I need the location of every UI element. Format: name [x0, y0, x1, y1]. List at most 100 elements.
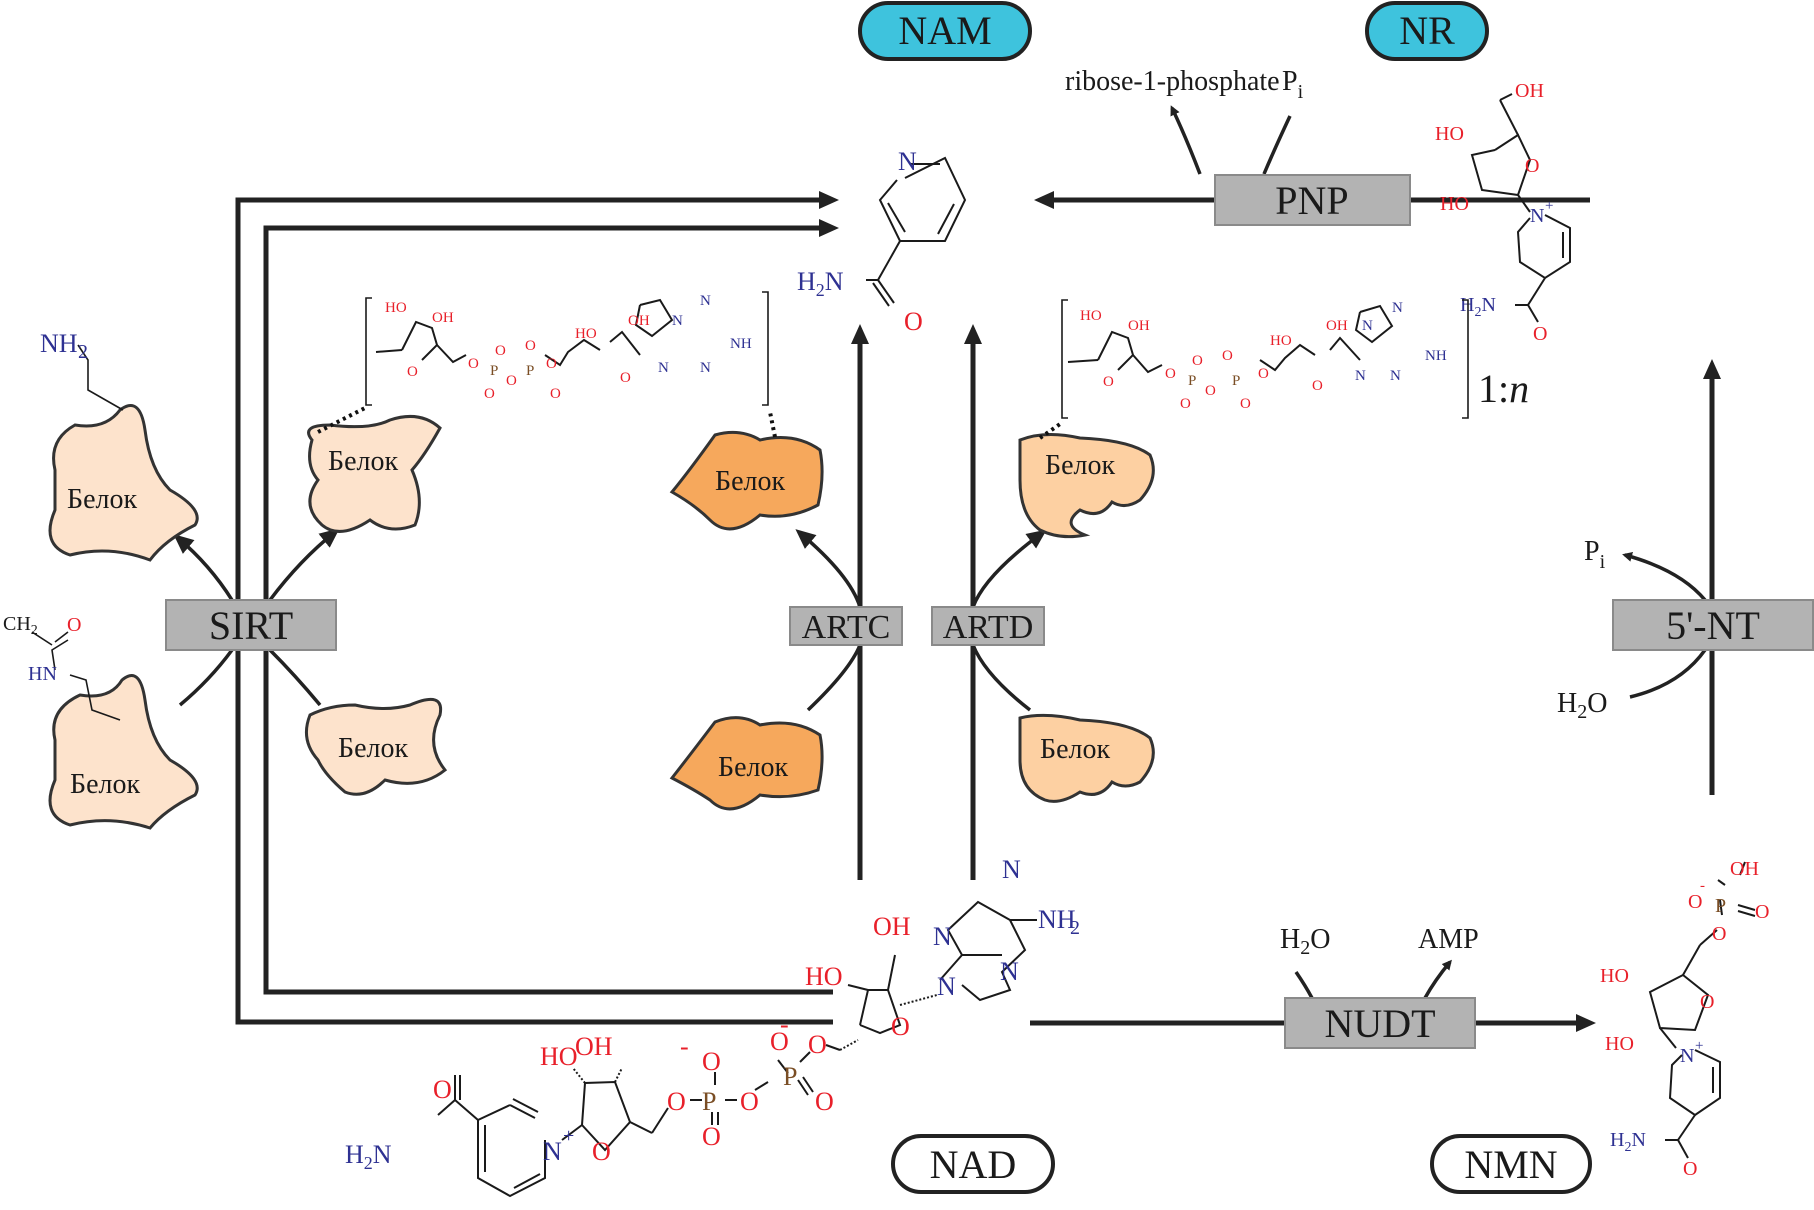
- protein-sirt-substrate: Белок: [304, 697, 448, 796]
- adpr1-o1: O: [468, 356, 479, 372]
- pnp-reaction: PNP ribose-1-phosphate Pi: [1034, 66, 1590, 226]
- nam-carbonyl-o: O: [904, 307, 923, 336]
- acetyl-o: O: [67, 614, 81, 636]
- nudt-enzyme-box: [1284, 997, 1476, 1049]
- protein-artc-modified: Белок: [669, 411, 824, 531]
- nr-label: NR: [1399, 8, 1455, 53]
- adpr2-o-minus-b: O: [1222, 348, 1233, 364]
- nr-ho-lower: HO: [1440, 193, 1469, 215]
- nam-ring-n: N: [898, 147, 917, 176]
- sirt-enzyme-box: [165, 599, 337, 651]
- nt5-h2o-o: O: [1587, 688, 1607, 719]
- nmn-oh: OH: [1730, 858, 1759, 880]
- lysine-nh: NH: [40, 329, 78, 358]
- nmn-minus: -: [1700, 878, 1705, 894]
- nr-ring-o: O: [1525, 155, 1539, 177]
- artd-enzyme-box: [931, 606, 1045, 646]
- nad-p2-double-o: O: [815, 1087, 834, 1116]
- svg-text:H2N: H2N: [797, 267, 844, 300]
- adpr2-ho2: HO: [1270, 333, 1292, 349]
- adpr1-o2: O: [506, 373, 517, 389]
- nr-sub2: 2: [1474, 305, 1481, 320]
- protein-label: Белок: [1040, 734, 1110, 765]
- protein-label: Белок: [328, 446, 398, 477]
- poly-n-label: n: [1509, 366, 1529, 411]
- svg-text:Pi: Pi: [1584, 536, 1606, 573]
- adpr1-ho: HO: [385, 300, 407, 316]
- adpr2-o2: O: [1205, 383, 1216, 399]
- pnp-pi-sub: i: [1298, 81, 1304, 103]
- adpr2-nh2: NH: [1425, 348, 1447, 364]
- nad-adenine-n1: N: [1002, 855, 1021, 884]
- nmn-p-double-o: O: [1755, 901, 1769, 923]
- nad-p-2: P: [783, 1062, 797, 1091]
- adpr1-ring-o: O: [407, 364, 418, 380]
- adpr2-n9: N: [1355, 368, 1366, 384]
- nudt-h2o-h: H: [1280, 924, 1300, 955]
- poly-ratio-label: 1:: [1478, 366, 1509, 411]
- nam-h: H: [797, 267, 816, 296]
- adpr2-p2: P: [1232, 373, 1240, 389]
- protein-artd-substrate: Белок: [1018, 713, 1155, 803]
- ribose-1-phosphate-label: ribose-1-phosphate: [1065, 66, 1280, 97]
- acetyl-hn: HN: [28, 663, 57, 685]
- nad-plus: +: [563, 1125, 574, 1147]
- adpr2-p1: P: [1188, 373, 1196, 389]
- protein-label: Белок: [70, 769, 140, 800]
- nmn-ho-lower: HO: [1605, 1033, 1634, 1055]
- nt5-enzyme-box: [1612, 599, 1814, 651]
- nt5-pi-sub: i: [1600, 551, 1606, 573]
- nr-carbonyl-o: O: [1533, 323, 1547, 345]
- nad-nh2-sub: 2: [1070, 917, 1080, 939]
- nudt-label: NUDT: [1324, 1001, 1435, 1046]
- sirt-pathways: SIRT: [165, 191, 839, 1025]
- adpr2-o3: O: [1258, 366, 1269, 382]
- adpr1-n1: N: [700, 293, 711, 309]
- protein-label: Белок: [1045, 450, 1115, 481]
- protein-sirt-acetylated: Белок HN CH2 O: [3, 613, 199, 830]
- pnp-pi-label: P: [1282, 66, 1298, 97]
- nr-oh-top: OH: [1515, 80, 1544, 102]
- adpr2-o-dbl-b: O: [1240, 396, 1251, 412]
- sirt-label: SIRT: [209, 603, 293, 648]
- adpr2-ring-o: O: [1103, 374, 1114, 390]
- protein-label: Белок: [338, 733, 408, 764]
- nmn-ring-o: O: [1700, 991, 1714, 1013]
- svg-text:H2O: H2O: [1557, 688, 1607, 723]
- nmn-p: P: [1715, 895, 1726, 917]
- nmn-carbonyl-o: O: [1683, 1158, 1697, 1180]
- nad-ribose1-o: O: [592, 1137, 611, 1166]
- nr-pill: NR: [1365, 1, 1489, 61]
- protein-label: Белок: [715, 466, 785, 497]
- nad-oh-2: OH: [873, 912, 911, 941]
- nad-p1-double-o: O: [702, 1122, 721, 1151]
- artc-label: ARTC: [802, 609, 891, 646]
- nmn-n-plus: N: [1680, 1045, 1694, 1067]
- protein-artd-modified: Белок: [1018, 420, 1155, 539]
- nmn-ho-upper: HO: [1600, 965, 1629, 987]
- adpr1-p2: P: [526, 363, 534, 379]
- nudt-h2o-o: O: [1310, 924, 1330, 955]
- adpr1-oh: OH: [432, 310, 454, 326]
- nmn-pill: NMN: [1430, 1134, 1592, 1194]
- adpr2-oh2: OH: [1326, 318, 1348, 334]
- adpr1-nh2: NH: [730, 336, 752, 352]
- nudt-reaction: NUDT H2O AMP: [1030, 924, 1596, 1049]
- nr-n: N: [1481, 294, 1495, 316]
- nr-ho-upper: HO: [1435, 123, 1464, 145]
- adp-ribose-sirt: HO OH O O P O P O O O O O O HO OH N N N …: [365, 291, 769, 406]
- nmn-pill-label: NMN: [1464, 1142, 1557, 1187]
- protein-label: Белок: [718, 752, 788, 783]
- art-pathways: ARTC ARTD: [789, 324, 1047, 880]
- adpr2-o1: O: [1165, 366, 1176, 382]
- nad-pill-label: NAD: [930, 1142, 1017, 1187]
- nad-o-bridge-1: O: [667, 1087, 686, 1116]
- adpr1-o-dbl-b: O: [550, 386, 561, 402]
- nad-adenine-n3: N: [933, 922, 952, 951]
- nudt-h2o-sub: 2: [1300, 937, 1310, 959]
- nmn-bridge-o: O: [1712, 923, 1726, 945]
- adpr1-o-dbl-a: O: [484, 386, 495, 402]
- adpr1-ring-o2: O: [620, 370, 631, 386]
- nad-nh2-n: NH: [1038, 905, 1076, 934]
